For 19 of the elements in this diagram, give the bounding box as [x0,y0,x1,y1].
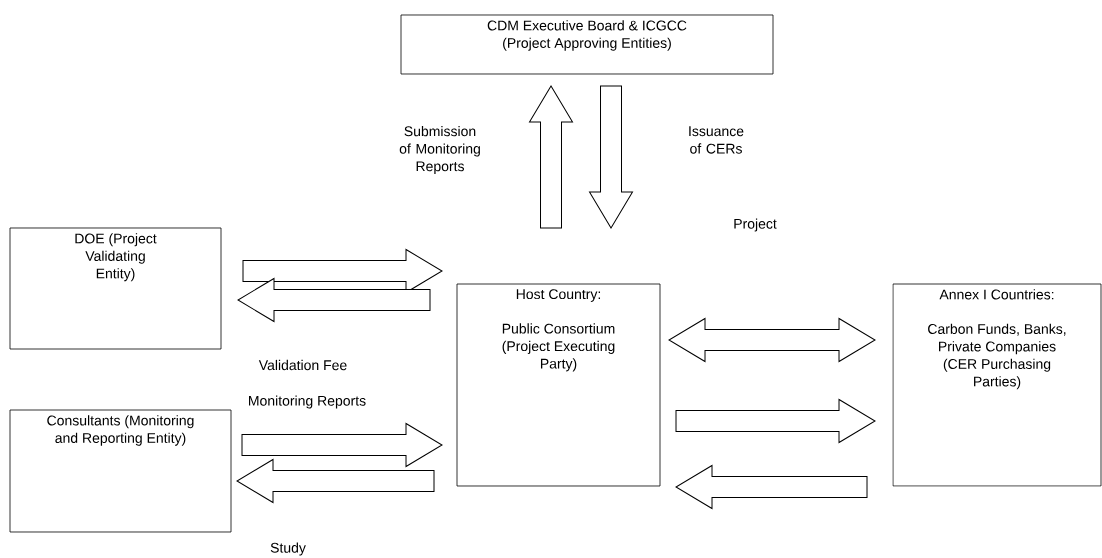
text-label: Issuance of CERs [689,126,744,154]
entity-box: Annex I Countries: Carbon Funds, Banks, Private Companies (CER Purchasing Parties) [892,283,1102,487]
block-arrow [236,459,435,503]
block-arrow [675,465,868,509]
block-arrow [675,399,876,443]
text-label: Submission of Monitoring Reports [399,125,480,174]
block-arrow [241,423,443,467]
block-arrow [237,278,431,322]
entity-box: DOE (Project Validating Entity) [9,227,222,350]
text-label: Monitoring Reports [249,395,366,409]
entity-box: CDM Executive Board & ICGCC (Project Approving Entities) [400,14,774,75]
block-arrow [668,318,876,362]
text-label: Project [734,218,777,232]
entity-box: Consultants (Monitoring and Reporting Entity) [9,409,232,533]
block-arrow [529,85,573,229]
entity-box: Host Country: Public Consortium (Project Executing Party) [456,283,661,487]
text-label: Validation Fee [258,359,347,371]
text-label: Study [270,542,306,556]
block-arrow [589,85,633,229]
